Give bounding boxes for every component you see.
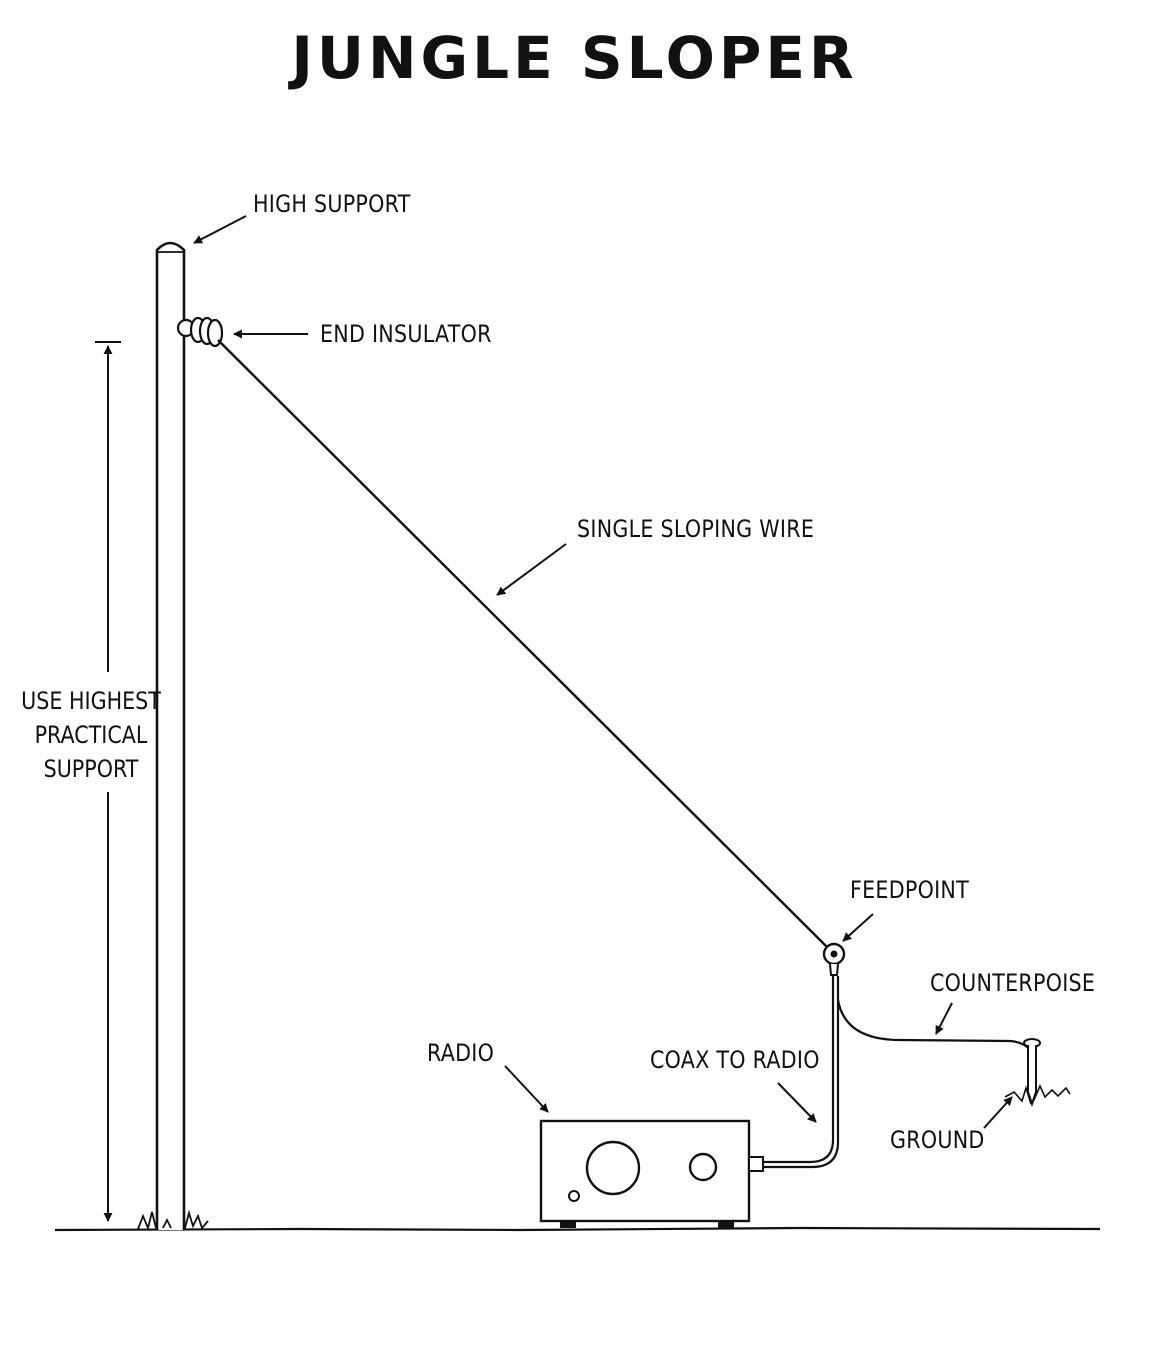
sloping-wire — [217, 339, 829, 949]
label-single-sloping-wire: SINGLE SLOPING WIRE — [577, 515, 815, 543]
feedpoint-connector — [822, 942, 846, 976]
label-feedpoint: FEEDPOINT — [850, 876, 970, 904]
high-support-arrow — [193, 215, 247, 244]
label-end-insulator: END INSULATOR — [320, 320, 492, 348]
label-counterpoise: COUNTERPOISE — [930, 969, 1096, 997]
sloping-wire-arrow — [496, 543, 567, 596]
radio-arrow — [504, 1065, 549, 1113]
ground-stake — [1023, 1038, 1041, 1108]
diagram-title: JUNGLE SLOPER — [291, 24, 858, 92]
label-coax-to-radio: COAX TO RADIO — [650, 1046, 820, 1074]
coax-arrow — [777, 1082, 817, 1123]
radio-unit — [539, 1119, 764, 1228]
feedpoint-arrow — [842, 913, 874, 942]
label-radio: RADIO — [427, 1039, 495, 1067]
counterpoise-wire — [836, 999, 1031, 1051]
indicator-light-icon — [568, 1190, 580, 1202]
grass-tuft — [137, 1209, 209, 1231]
label-ground: GROUND — [890, 1126, 985, 1154]
label-use-highest-practical-support: USE HIGHEST PRACTICAL SUPPORT — [21, 687, 161, 783]
ground-arrow — [983, 1096, 1013, 1129]
label-high-support: HIGH SUPPORT — [253, 190, 411, 218]
antenna-jack — [748, 1156, 764, 1172]
volume-knob-icon — [688, 1152, 718, 1182]
grass-tuft — [1004, 1084, 1071, 1105]
counterpoise-arrow — [935, 1002, 953, 1035]
support-pole — [155, 241, 186, 1230]
coax-cable — [764, 976, 835, 1164]
ground-line — [54, 1226, 1101, 1232]
tuning-knob-icon — [585, 1140, 641, 1196]
height-dimension — [95, 341, 121, 1222]
